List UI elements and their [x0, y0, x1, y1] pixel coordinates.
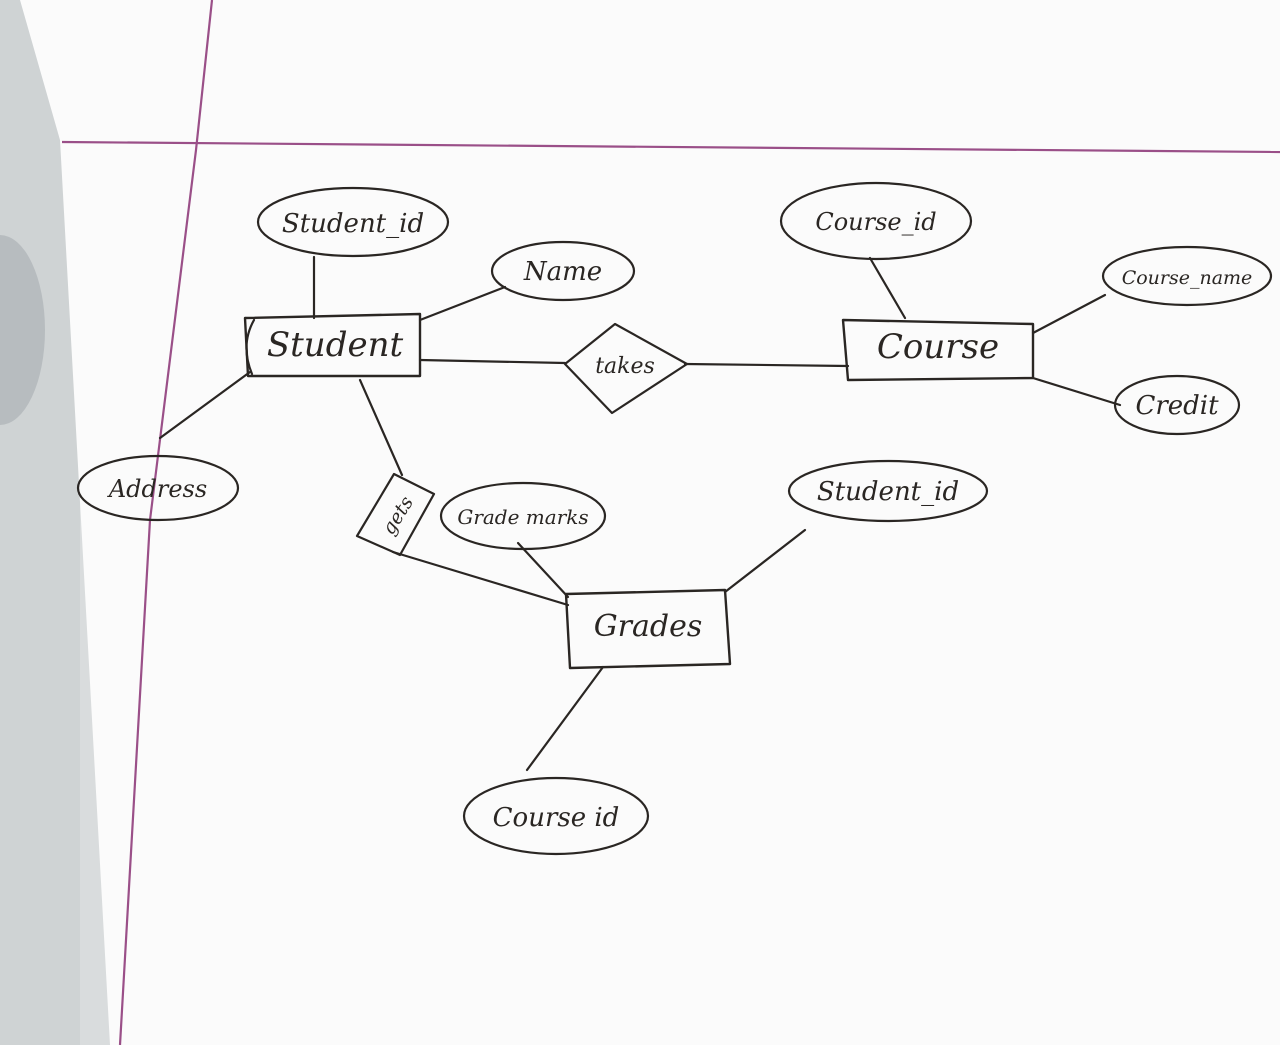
- connectors: [158, 255, 1122, 772]
- attribute-course-name: Course_name: [1101, 245, 1273, 307]
- attribute-grades-student-id: Student_id: [787, 459, 989, 523]
- attribute-address-label: Address: [107, 475, 207, 503]
- relationship-takes: takes: [563, 322, 689, 415]
- connector-student-takes: [418, 358, 567, 365]
- attribute-name-label: Name: [523, 257, 602, 287]
- connector-credit: [1031, 376, 1122, 407]
- connector-address: [158, 370, 252, 440]
- margin-line-vertical: [118, 0, 214, 1045]
- connector-course-name: [1031, 293, 1107, 335]
- attribute-student-id: Student_id: [256, 186, 450, 258]
- paper-sheet: [20, 0, 1280, 1045]
- entity-grades: Grades: [564, 588, 732, 670]
- attribute-address: Address: [76, 454, 240, 522]
- attribute-grades-student-id-label: Student_id: [817, 477, 959, 507]
- attribute-credit: Credit: [1113, 374, 1241, 436]
- connector-course-id: [868, 256, 907, 320]
- entity-grades-label: Grades: [594, 609, 703, 644]
- entity-student: Student: [243, 312, 422, 378]
- entity-course-label: Course: [877, 327, 999, 367]
- entity-student-label: Student: [267, 325, 404, 365]
- attribute-grades-course-id: Course id: [462, 776, 650, 856]
- connector-gets-grades: [391, 550, 570, 607]
- attribute-student-id-label: Student_id: [282, 209, 424, 239]
- connector-grade-marks: [516, 541, 570, 599]
- connector-name: [418, 285, 507, 322]
- connector-takes-course: [683, 362, 850, 368]
- attribute-grades-course-id-label: Course id: [493, 803, 620, 833]
- margin-line-horizontal: [61, 140, 1280, 154]
- entity-course: Course: [841, 318, 1035, 382]
- attribute-name: Name: [490, 240, 636, 302]
- attribute-credit-label: Credit: [1135, 391, 1219, 421]
- attribute-grade-marks-label: Grade marks: [457, 505, 588, 529]
- attribute-course-id: Course_id: [779, 181, 973, 261]
- attribute-course-id-label: Course_id: [815, 208, 936, 236]
- relationship-takes-label: takes: [595, 354, 655, 379]
- attribute-grade-marks: Grade marks: [439, 481, 607, 551]
- connector-grades-student-id: [723, 528, 807, 594]
- connector-student-gets: [358, 378, 404, 477]
- connector-grades-course-id: [525, 665, 605, 772]
- attribute-course-name-label: Course_name: [1122, 267, 1253, 289]
